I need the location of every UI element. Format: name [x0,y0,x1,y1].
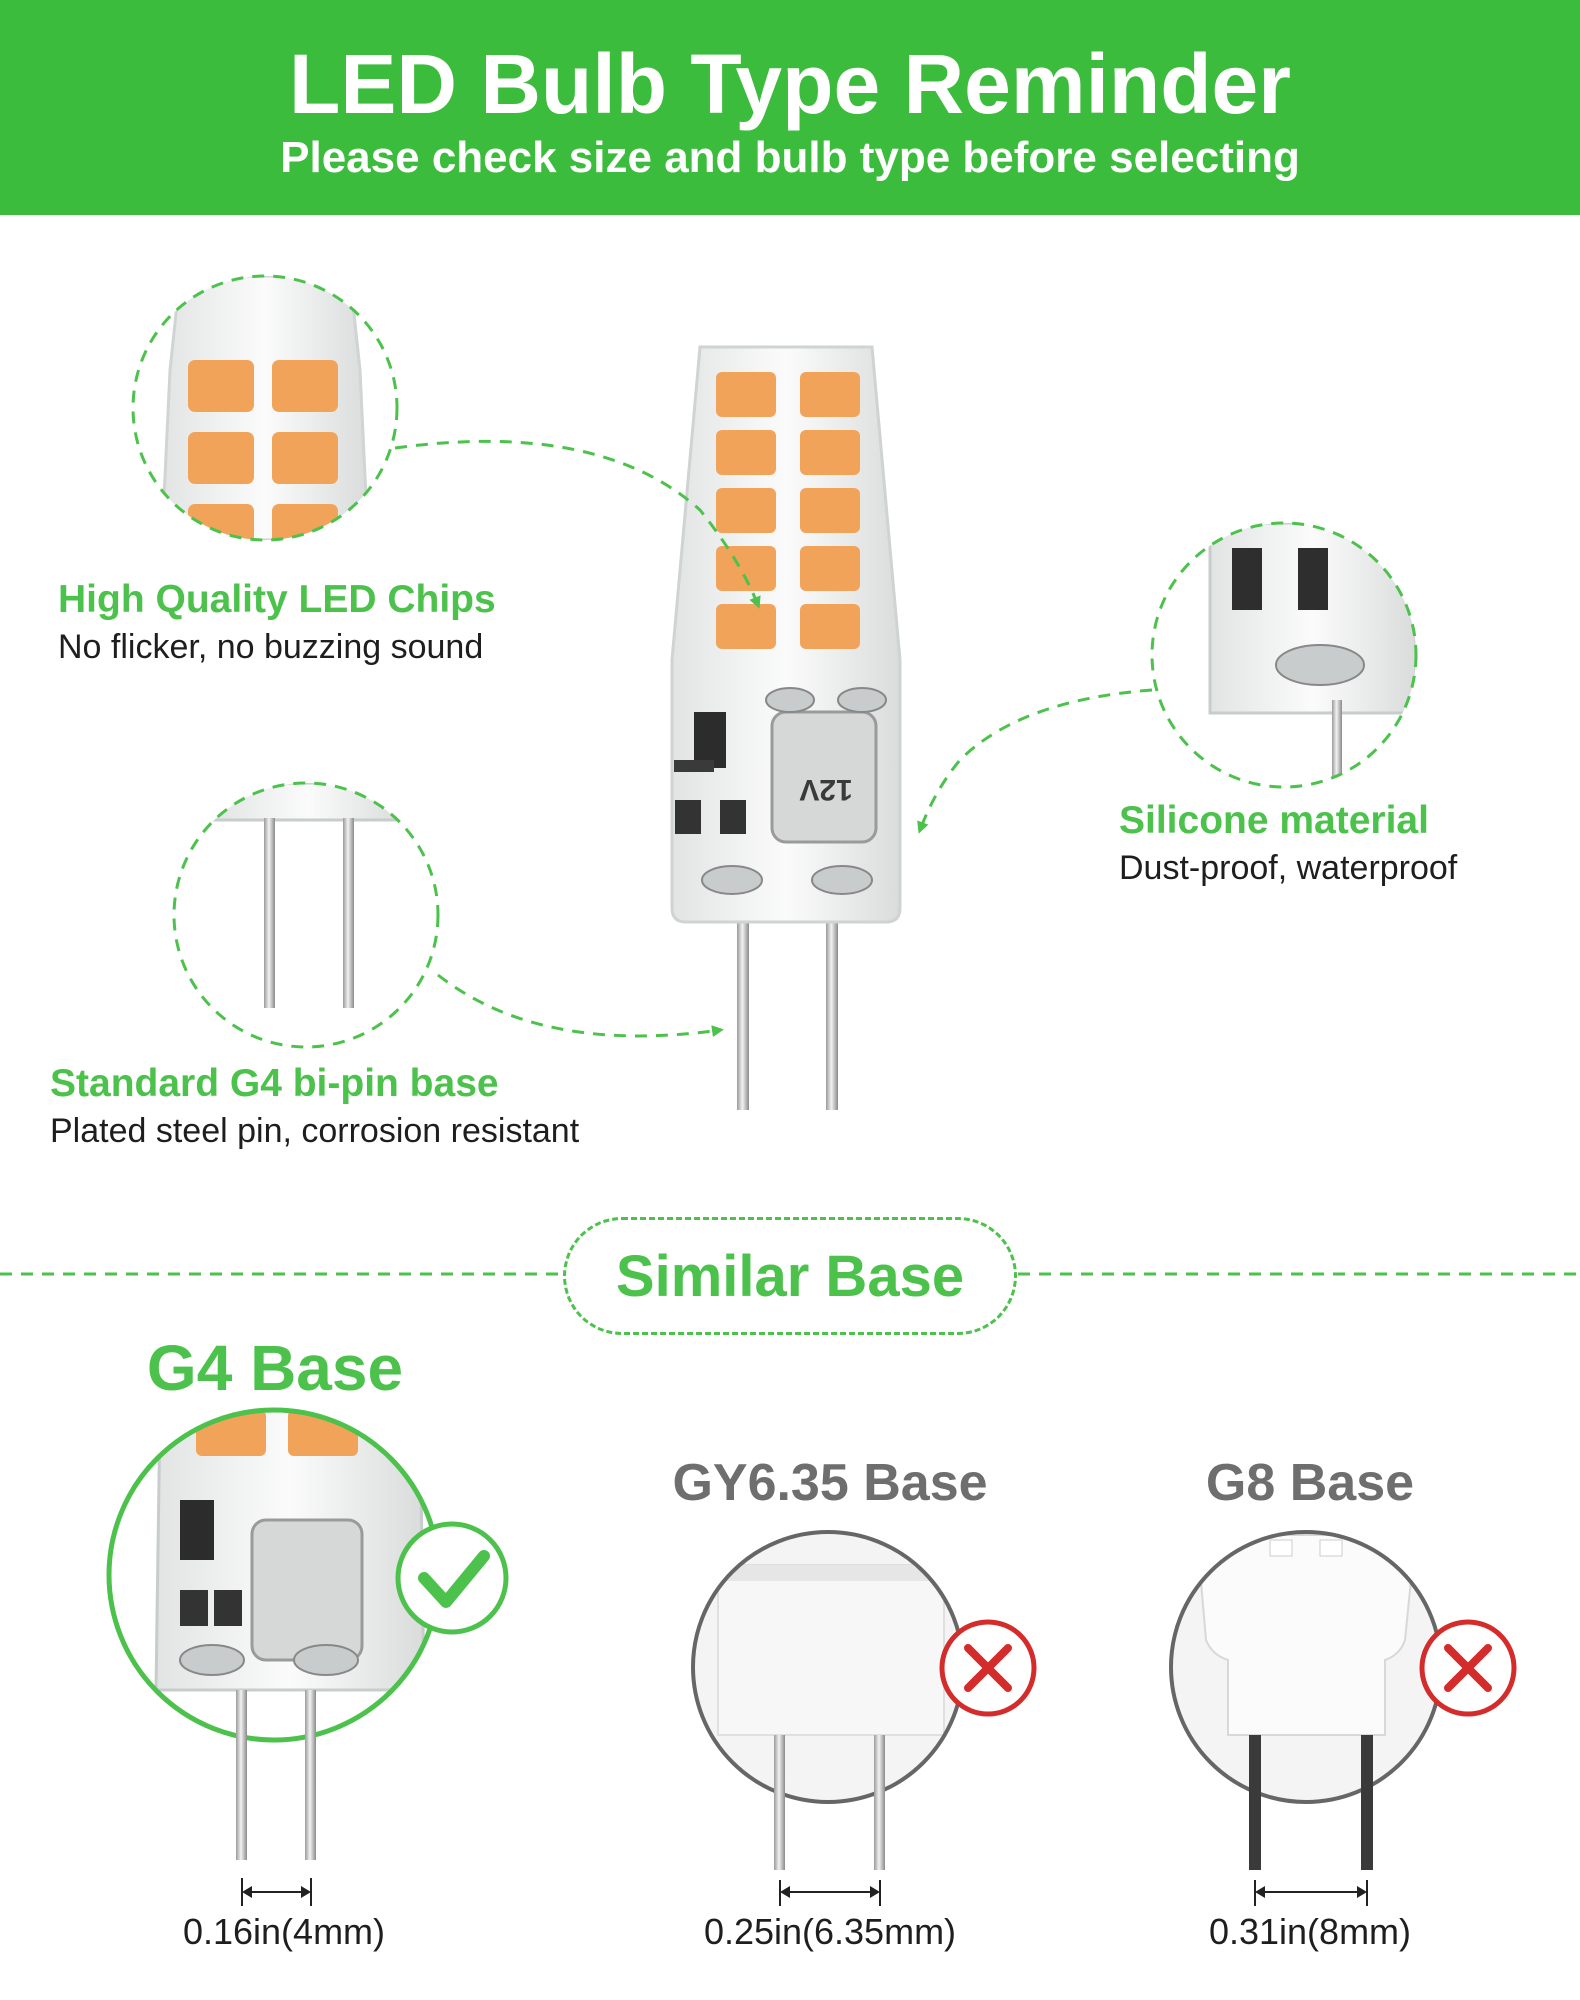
pin-spacing-gy635: 0.25in(6.35mm) [703,1911,957,1952]
main-bulb-pins [737,918,838,1110]
page-title: LED Bulb Type Reminder [289,37,1291,131]
driver-circuit: 12V [674,687,887,895]
check-icon [395,1521,509,1635]
diode-left [675,800,701,834]
driver-ic [694,712,726,768]
feature-desc-silicone: Dust-proof, waterproof [1119,849,1458,887]
pin-spacing-g8: 0.31in(8mm) [1208,1911,1412,1952]
callout-silicone [917,521,1418,834]
page-subtitle: Please check size and bulb type before s… [280,133,1300,182]
diode-right [720,800,746,834]
gy635-dimension-marker [779,1880,881,1906]
g4-pin-right [305,1690,316,1860]
section-pill [563,1217,1017,1335]
g4-dimension-marker [241,1878,312,1906]
feature-desc-led-chips: No flicker, no buzzing sound [58,628,484,666]
g4-base-visual [106,1407,509,1906]
feature-title-silicone: Silicone material [1119,799,1429,842]
bulb-pin-right [826,918,838,1110]
gy635-pin-right [874,1735,885,1870]
header-banner: LED Bulb Type Reminder Please check size… [0,0,1580,215]
gy635-base-visual [691,1530,1037,1906]
g8-base-visual [1169,1530,1517,1906]
cross-icon [939,1619,1037,1717]
base-name-g8: G8 Base [1205,1454,1415,1512]
cross-icon [1419,1619,1517,1717]
callout-circle-silicone [1150,521,1418,789]
feature-title-bi-pin: Standard G4 bi-pin base [50,1062,499,1105]
callout-led-chips [131,274,761,609]
pin-spacing-g4: 0.16in(4mm) [182,1911,386,1952]
base-name-g4: G4 Base [146,1332,404,1404]
section-label-similar-base: Similar Base [615,1244,965,1309]
bulb-voltage-print: 12V [799,773,852,806]
base-name-gy635: GY6.35 Base [672,1454,988,1512]
arrow-led-chips [394,439,761,609]
main-bulb: 12V [670,345,902,1110]
feature-desc-bi-pin: Plated steel pin, corrosion resistant [50,1112,580,1150]
feature-title-led-chips: High Quality LED Chips [58,578,496,621]
callout-circle-led-chips [131,274,399,542]
gy635-pin-left [774,1735,785,1870]
arrow-silicone [917,688,1153,834]
capacitor [770,710,878,844]
g8-pin-left [1249,1735,1261,1870]
g8-dimension-marker [1254,1880,1368,1906]
callout-bi-pin [172,781,724,1049]
arrow-bi-pin [437,973,724,1038]
led-chip-grid [716,372,860,649]
g4-pin-left [236,1690,247,1860]
g8-pin-right [1361,1735,1373,1870]
callout-circle-bi-pin [172,781,440,1049]
bulb-pin-left [737,918,749,1110]
